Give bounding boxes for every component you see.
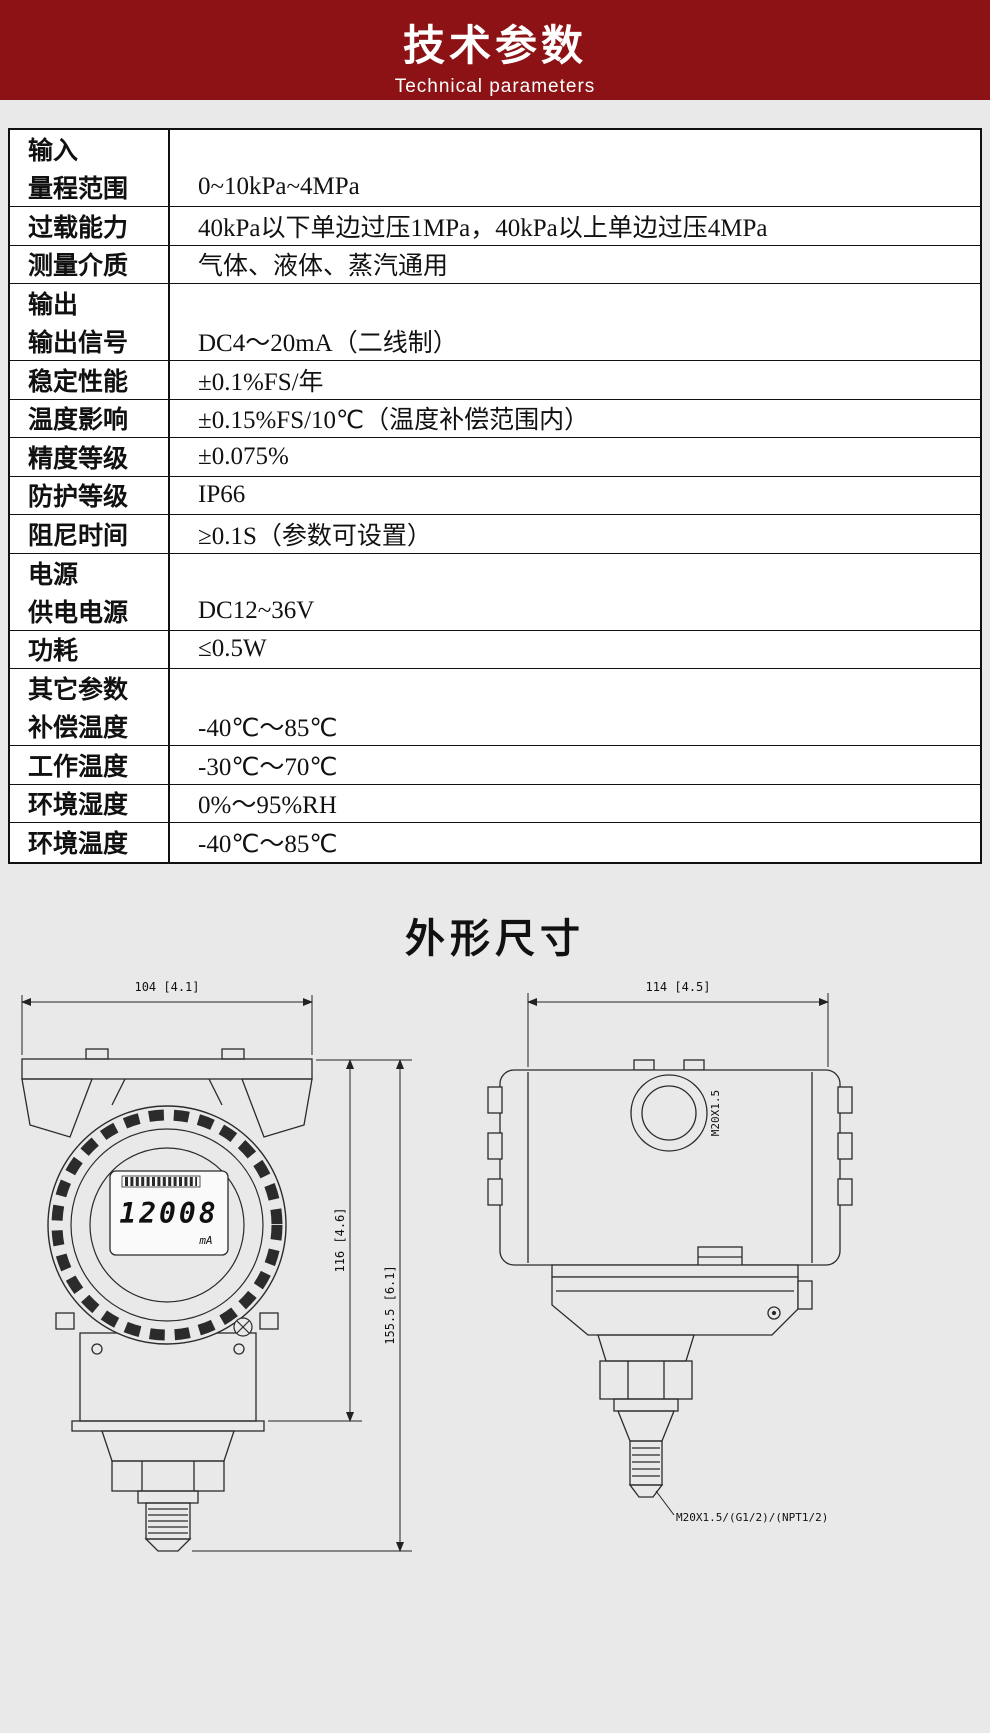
page-title: 技术参数 <box>402 22 587 69</box>
spec-label: 环境湿度 <box>10 784 170 822</box>
conduit-port: M20X1.5 <box>630 1074 722 1152</box>
spec-table: 输入 量程范围 0~10kPa~4MPa 过载能力 40kPa以下单边过压1MPa，… <box>8 128 982 864</box>
dimension-width-114: 114 [4.5] <box>527 980 829 1067</box>
spec-value: ±0.075% <box>198 442 289 470</box>
housing-side <box>487 1059 853 1266</box>
table-row: 精度等级 ±0.075% <box>10 438 980 477</box>
table-row: 防护等级 IP66 <box>10 476 980 515</box>
table-row: 电源 <box>10 553 980 593</box>
table-row: 阻尼时间 ≥0.1S（参数可设置） <box>10 515 980 554</box>
spec-label: 补偿温度 <box>10 707 170 745</box>
process-connection-side <box>597 1334 695 1498</box>
mounting-bracket <box>21 1048 313 1138</box>
front-height-total-dim-label: 155.5 [6.1] <box>383 1265 397 1344</box>
table-row: 补偿温度 -40℃～85℃ <box>10 707 980 746</box>
process-thread-label: M20X1.5/(G1/2)/(NPT1/2) <box>676 1511 828 1524</box>
front-height-body-dim-label: 116 [4.6] <box>333 1207 347 1272</box>
spec-value <box>170 130 980 169</box>
dimensions-title: 外形尺寸 <box>405 917 585 961</box>
spec-value <box>170 669 980 708</box>
spec-value: -30℃～70℃ <box>198 753 338 781</box>
spec-label: 防护等级 <box>10 476 170 514</box>
table-row: 量程范围 0~10kPa~4MPa <box>10 168 980 207</box>
table-row: 环境湿度 0%～95%RH <box>10 784 980 823</box>
spec-label: 其它参数 <box>10 669 170 708</box>
spec-label: 环境温度 <box>10 823 170 862</box>
spec-label: 过载能力 <box>10 207 170 245</box>
spec-value: ±0.15%FS/10℃（温度补偿范围内） <box>198 407 590 435</box>
side-view-drawing: 114 [4.5] M20X1.5 <box>487 980 853 1524</box>
spec-label: 供电电源 <box>10 592 170 630</box>
spec-label: 输出信号 <box>10 322 170 360</box>
spec-label: 阻尼时间 <box>10 515 170 553</box>
spec-value: 0~10kPa~4MPa <box>198 173 360 201</box>
spec-label: 输出 <box>10 284 170 323</box>
front-view-drawing: 104 [4.1] 12008 mA <box>21 980 412 1552</box>
spec-value: -40℃～85℃ <box>198 831 338 859</box>
spec-value: ≥0.1S（参数可设置） <box>198 522 432 550</box>
spec-value: IP66 <box>198 481 246 509</box>
spec-label: 功耗 <box>10 630 170 668</box>
table-row: 稳定性能 ±0.1%FS/年 <box>10 361 980 400</box>
dimension-height-116: 116 [4.6] <box>268 1059 362 1422</box>
conduit-thread-label: M20X1.5 <box>709 1090 722 1136</box>
process-connection <box>71 1420 265 1552</box>
spec-value: ±0.1%FS/年 <box>198 368 324 396</box>
lcd-display: 12008 mA <box>109 1170 229 1256</box>
lcd-unit: mA <box>198 1234 212 1247</box>
spec-value <box>170 554 980 593</box>
lcd-value: 12008 <box>119 1197 218 1230</box>
table-row: 输入 <box>10 130 980 169</box>
page-subtitle: Technical parameters <box>394 76 596 97</box>
spec-value: ≤0.5W <box>198 635 267 663</box>
spec-label: 电源 <box>10 553 170 592</box>
spec-label: 温度影响 <box>10 399 170 437</box>
process-thread-note: M20X1.5/(G1/2)/(NPT1/2) <box>655 1490 828 1524</box>
table-row: 功耗 ≤0.5W <box>10 630 980 669</box>
spec-value: 0%～95%RH <box>198 792 337 820</box>
spec-label: 精度等级 <box>10 438 170 476</box>
spec-label: 量程范围 <box>10 168 170 206</box>
header-banner: 技术参数 Technical parameters <box>0 0 990 100</box>
locking-screw <box>233 1317 253 1337</box>
dimension-height-155: 155.5 [6.1] <box>192 1059 412 1552</box>
spec-label: 输入 <box>10 130 170 169</box>
spec-value: DC12~36V <box>198 596 315 624</box>
table-row: 环境温度 -40℃～85℃ <box>10 823 980 862</box>
spec-value: DC4～20mA（二线制） <box>198 330 458 358</box>
front-width-dim-label: 104 [4.1] <box>134 980 199 994</box>
table-row: 工作温度 -30℃～70℃ <box>10 746 980 785</box>
table-row: 供电电源 DC12~36V <box>10 592 980 631</box>
spec-label: 稳定性能 <box>10 361 170 399</box>
side-width-dim-label: 114 [4.5] <box>645 980 710 994</box>
spec-value: -40℃～85℃ <box>198 715 338 743</box>
table-row: 输出 <box>10 284 980 323</box>
table-row: 其它参数 <box>10 669 980 708</box>
spec-value: 40kPa以下单边过压1MPa，40kPa以上单边过压4MPa <box>198 214 768 242</box>
table-row: 温度影响 ±0.15%FS/10℃（温度补偿范围内） <box>10 399 980 438</box>
spec-label: 工作温度 <box>10 746 170 784</box>
table-row: 输出信号 DC4～20mA（二线制） <box>10 322 980 361</box>
spec-label: 测量介质 <box>10 245 170 283</box>
table-row: 测量介质气体、液体、蒸汽通用 <box>10 245 980 284</box>
spec-value: 气体、液体、蒸汽通用 <box>198 253 449 281</box>
table-row: 过载能力 40kPa以下单边过压1MPa，40kPa以上单边过压4MPa <box>10 207 980 246</box>
dimension-width-104: 104 [4.1] <box>21 980 313 1055</box>
spec-value <box>170 284 980 323</box>
body-side <box>551 1246 813 1336</box>
